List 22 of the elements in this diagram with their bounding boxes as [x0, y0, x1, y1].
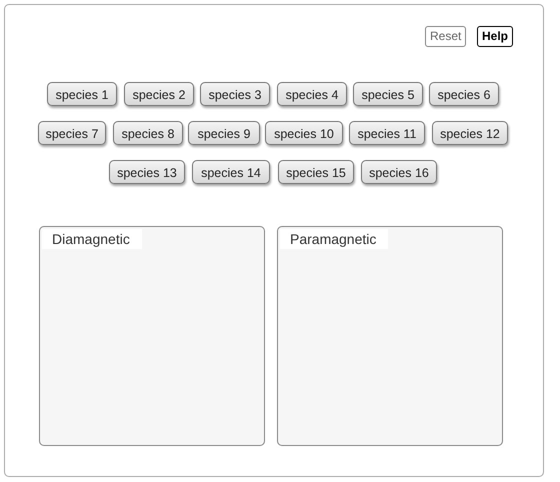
drop-zone: [277, 226, 503, 446]
draggable-tile: species 7: [38, 121, 106, 145]
draggable-tile: species 5: [353, 82, 423, 106]
draggable-tile: species 16: [361, 160, 437, 184]
draggable-tile: species 14: [192, 160, 270, 184]
draggable-tile: species 9: [188, 121, 260, 145]
draggable-tile: species 1: [47, 82, 117, 106]
zone-heading: Paramagnetic: [280, 229, 388, 249]
draggable-tile: species 10: [265, 121, 343, 145]
draggable-tile: species 15: [278, 160, 354, 184]
draggable-tile: species 3: [200, 82, 270, 106]
draggable-tile: species 4: [277, 82, 347, 106]
draggable-tile: species 6: [429, 82, 499, 106]
draggable-tile: species 13: [109, 160, 185, 184]
zone-heading: Diamagnetic: [42, 229, 142, 249]
draggable-tile: species 2: [124, 82, 194, 106]
draggable-tile: species 11: [349, 121, 425, 145]
draggable-tile: species 8: [113, 121, 183, 145]
help-button: Help: [477, 26, 514, 47]
drop-zone: [39, 226, 265, 446]
reset-button: Reset: [425, 26, 466, 47]
draggable-tile: species 12: [432, 121, 508, 145]
